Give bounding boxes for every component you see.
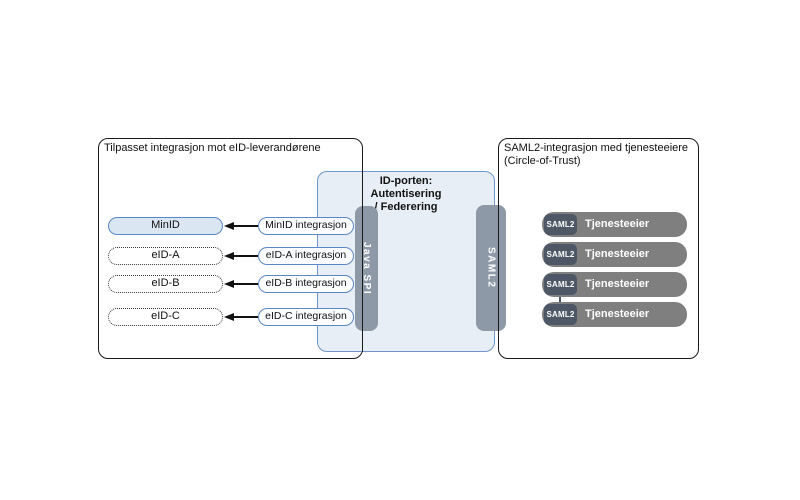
- arrow-eid-b-integration-to-eid-b: [224, 279, 258, 289]
- panel-service-owners-title-line1: SAML2-integrasjon med tjenesteeiere: [504, 142, 689, 154]
- saml2-interface-bar-label: SAML2: [485, 247, 497, 289]
- arrow-shaft: [232, 225, 258, 227]
- provider-pill-eid-a: eID-A: [108, 247, 223, 265]
- saml2-badge: SAML2: [544, 244, 577, 265]
- provider-pill-minid: MinID: [108, 217, 223, 235]
- saml2-badge: SAML2: [544, 274, 577, 295]
- arrow-minid-integration-to-minid: [224, 221, 258, 231]
- saml2-badge: SAML2: [544, 304, 577, 325]
- arrow-shaft: [232, 255, 258, 257]
- idporten-title-line3: / Federering: [374, 201, 438, 213]
- provider-pill-eid-c: eID-C: [108, 308, 223, 326]
- service-owner-label: Tjenesteeier: [585, 308, 650, 320]
- saml2-badge-connector-line: [559, 294, 561, 305]
- service-owner-label: Tjenesteeier: [585, 218, 650, 230]
- integration-pill-eid-a: eID-A integrasjon: [258, 247, 354, 265]
- arrow-head-icon: [224, 221, 234, 230]
- panel-idporten-title: ID-porten: Autentisering / Federering: [317, 175, 495, 214]
- service-owner-label: Tjenesteeier: [585, 278, 650, 290]
- panel-eid-providers-title: Tilpasset integrasjon mot eID-leverandør…: [104, 142, 321, 154]
- idporten-title-line1: ID-porten:: [379, 175, 433, 187]
- arrow-head-icon: [224, 251, 234, 260]
- arrow-shaft: [232, 316, 258, 318]
- integration-pill-eid-b: eID-B integrasjon: [258, 275, 354, 293]
- saml2-interface-bar: SAML2: [476, 205, 506, 331]
- panel-service-owners-title-line2: (Circle-of-Trust): [504, 155, 581, 167]
- integration-pill-minid: MinID integrasjon: [258, 217, 354, 235]
- java-spi-bar: Java SPI: [355, 206, 378, 331]
- service-owner-label: Tjenesteeier: [585, 248, 650, 260]
- service-owner-row: SAML2 Tjenesteeier: [542, 212, 687, 237]
- service-owner-row: SAML2 Tjenesteeier: [542, 302, 687, 327]
- arrow-head-icon: [224, 312, 234, 321]
- arrow-eid-a-integration-to-eid-a: [224, 251, 258, 261]
- left-panel-border-overlay: [361, 171, 363, 352]
- arrow-head-icon: [224, 279, 234, 288]
- integration-pill-eid-c: eID-C integrasjon: [258, 308, 354, 326]
- service-owner-row: SAML2 Tjenesteeier: [542, 242, 687, 267]
- panel-service-owners-title: SAML2-integrasjon med tjenesteeiere (Cir…: [504, 142, 688, 168]
- idporten-title-line2: Autentisering: [370, 188, 442, 200]
- service-owner-row: SAML2 Tjenesteeier: [542, 272, 687, 297]
- right-panel-border-overlay: [497, 205, 499, 331]
- saml2-badge: SAML2: [544, 214, 577, 235]
- provider-pill-eid-b: eID-B: [108, 275, 223, 293]
- arrow-shaft: [232, 283, 258, 285]
- java-spi-bar-label: Java SPI: [361, 241, 372, 296]
- arrow-eid-c-integration-to-eid-c: [224, 312, 258, 322]
